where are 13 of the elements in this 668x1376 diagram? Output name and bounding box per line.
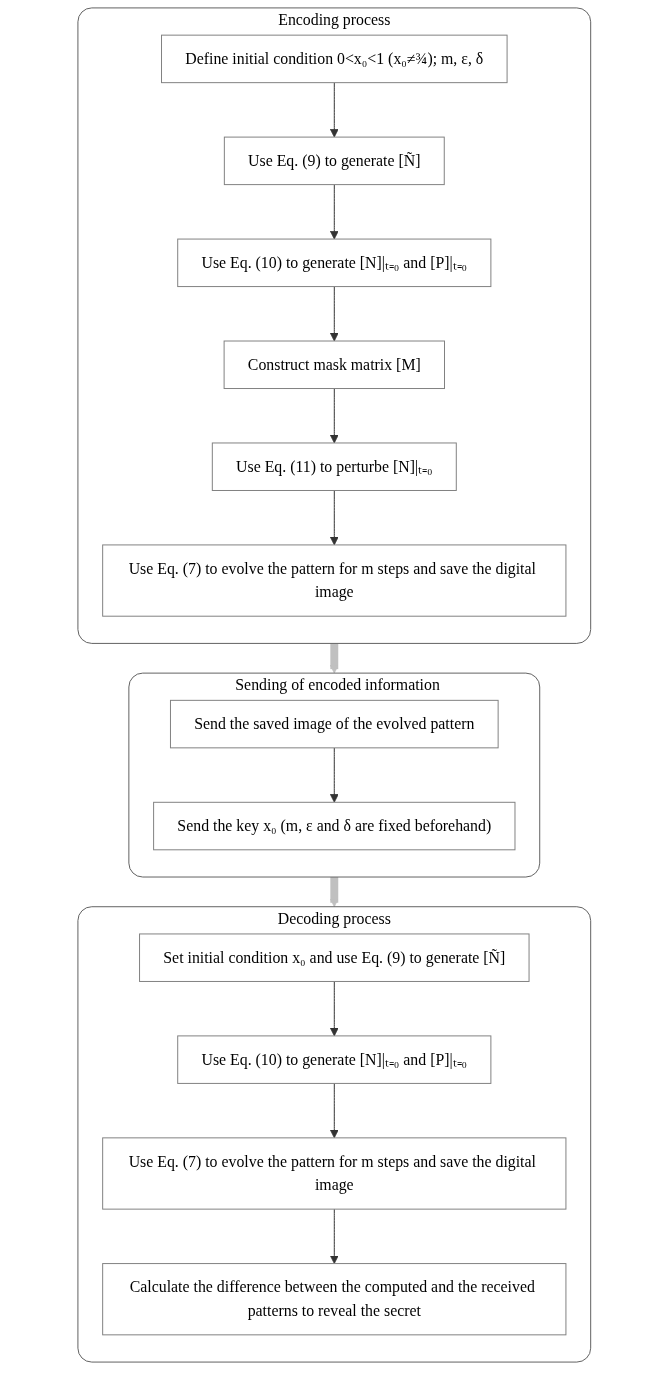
node-box: Use Eq. (11) to perturbe [N]|ₜ₌₀ [211,442,457,491]
node-box: Use Eq. (10) to generate [N]|ₜ₌₀ and [P]|ₜ₌₀ [176,1035,492,1084]
node-box: Use Eq. (7) to evolve the pattern for m steps and save the digital image [101,1137,567,1210]
node-box: Send the key x₀ (m, ε and δ are fixed beforehand) [152,801,516,851]
node-box: Set initial condition x₀ and use Eq. (9) to generate [Ñ] [138,933,530,982]
node-box: Use Eq. (10) to generate [N]|ₜ₌₀ and [P]|ₜ₌₀ [176,238,492,288]
node-box: Send the saved image of the evolved pattern [169,699,499,749]
node-box: Construct mask matrix [M] [223,340,445,390]
node-box: Calculate the difference between the computed and the received patterns to reveal the secret [101,1263,567,1336]
node-box: Use Eq. (7) to evolve the pattern for m steps and save the digital image [101,544,567,617]
node-box: Define initial condition 0<x₀<1 (x₀≠¾); m, ε, δ [160,34,508,84]
node-box: Use Eq. (9) to generate [Ñ] [223,136,445,186]
arrow [329,875,339,908]
